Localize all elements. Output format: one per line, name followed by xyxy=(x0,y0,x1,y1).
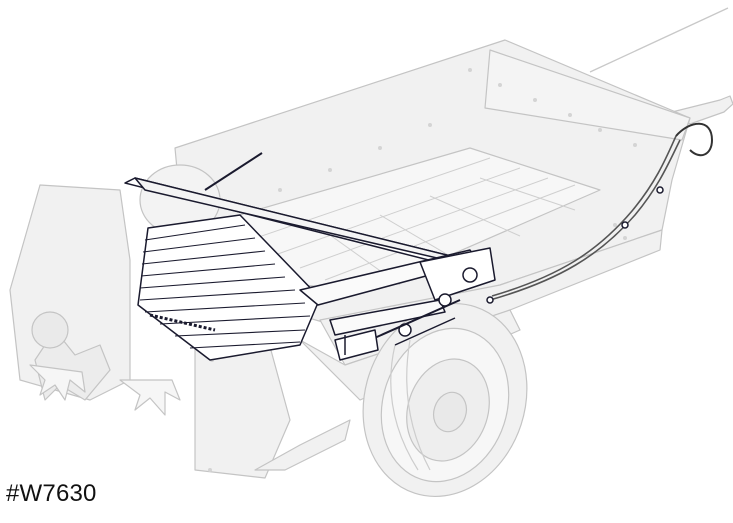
figure-id-label: #W7630 xyxy=(6,480,97,507)
gate-panel xyxy=(137,214,321,361)
end-gate-assembly xyxy=(124,152,664,361)
actuator-bracket xyxy=(419,247,496,301)
upper-rod xyxy=(204,152,263,191)
main-wheel xyxy=(362,302,528,498)
gate-slats xyxy=(139,224,311,349)
linkage xyxy=(369,299,461,341)
hitch-line xyxy=(589,7,729,73)
bottom-chain xyxy=(149,313,216,332)
beater-teeth xyxy=(29,364,86,401)
front-wall xyxy=(484,49,691,141)
spreader-body-ghost xyxy=(9,7,733,498)
